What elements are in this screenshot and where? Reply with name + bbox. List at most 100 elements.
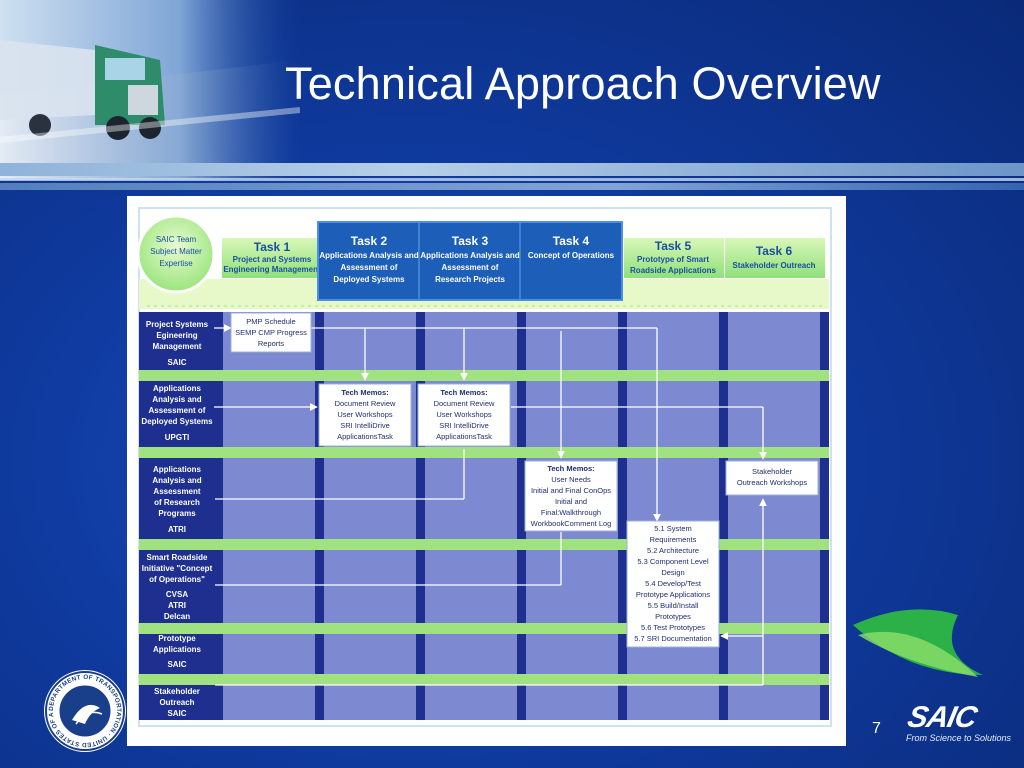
row-label-line: of Research: [154, 498, 200, 507]
box-line: Outreach Workshops: [737, 478, 808, 487]
task-4-title: Task 4: [553, 234, 590, 248]
box-line: User Workshops: [337, 410, 393, 419]
saic-logo-wordmark: SAIC: [904, 701, 980, 734]
box-line: ApplicationsTask: [337, 432, 393, 441]
row-label-line: Stakeholder: [154, 687, 200, 696]
task-1-line: Project and Systems: [233, 255, 312, 264]
task-2-title: Task 2: [351, 234, 388, 248]
header-divider-thin: [0, 178, 1024, 181]
task-5-line: Roadside Applications: [630, 266, 716, 275]
slide-title: Technical Approach Overview: [285, 58, 881, 109]
task-5-title: Task 5: [655, 239, 692, 253]
team-circle-line: SAIC Team: [156, 235, 197, 244]
task-1-tab: Task 1 Project and Systems Engineering M…: [222, 238, 322, 278]
task-4-tab: Task 4 Concept of Operations: [528, 234, 615, 260]
box-task5-steps: 5.1 System Requirements 5.2 Architecture…: [626, 520, 720, 648]
box-line: 5.6 Test Prototypes: [641, 623, 705, 632]
row-label-5: Prototype Applications SAIC: [153, 634, 202, 669]
row-label-line: ATRI: [168, 525, 186, 534]
task-3-title: Task 3: [452, 234, 489, 248]
column-separators: [214, 312, 829, 720]
header-divider-band: [0, 163, 1024, 176]
box-line: WorkbookComment Log: [531, 519, 612, 528]
box-heading: Tech Memos:: [440, 388, 487, 397]
header-divider-lower: [0, 183, 1024, 190]
task-4-line: Concept of Operations: [528, 251, 615, 260]
box-heading: Tech Memos:: [547, 464, 594, 473]
box-line: PMP Schedule: [246, 317, 295, 326]
box-line: 5.5 Build/Install: [648, 601, 699, 610]
row-label-2: Applications Analysis and Assessment of …: [141, 384, 213, 442]
row-label-4: Smart Roadside Initiative "Concept of Op…: [142, 553, 213, 621]
row-label-line: SAIC: [167, 709, 186, 718]
header-truck-image: [0, 0, 300, 180]
row-label-line: CVSA: [166, 590, 188, 599]
box-line: Document Review: [335, 399, 396, 408]
row-label-line: SAIC: [167, 660, 186, 669]
task-3-line: Assessment of: [442, 263, 499, 272]
task-2-4-block: [317, 221, 623, 301]
row-label-3: Applications Analysis and Assessment of …: [152, 465, 201, 534]
flow-connectors: [214, 324, 767, 686]
row-label-line: Assessment: [153, 487, 200, 496]
box-line: User Workshops: [436, 410, 492, 419]
box-line: 5.7 SRI Documentation: [634, 634, 712, 643]
row-label-line: Prototype: [158, 634, 196, 643]
box-line: Reports: [258, 339, 285, 348]
diagram-canvas: Task 1 Project and Systems Engineering M…: [127, 196, 846, 746]
task-1-title: Task 1: [254, 240, 291, 254]
saic-team-circle: SAIC Team Subject Matter Expertise: [136, 214, 216, 294]
row-label-line: SAIC: [167, 358, 186, 367]
row-label-line: Smart Roadside: [147, 553, 208, 562]
box-line: Prototypes: [655, 612, 691, 621]
row-label-line: Applications: [153, 465, 202, 474]
box-line: Final:Walkthrough: [541, 508, 601, 517]
row-label-line: Delcan: [164, 612, 190, 621]
box-line: Initial and: [555, 497, 587, 506]
box-line: Requirements: [650, 535, 697, 544]
row-label-line: Assessment of: [149, 406, 206, 415]
row-label-6: Stakeholder Outreach SAIC: [154, 687, 200, 718]
row-label-line: Deployed Systems: [141, 417, 213, 426]
row-label-line: Analysis and: [152, 395, 201, 404]
box-line: User Needs: [551, 475, 591, 484]
box-pmp: PMP Schedule SEMP CMP Progress Reports: [230, 312, 312, 353]
dot-seal-logo: DEPARTMENT OF TRANSPORTATION · UNITED ST…: [42, 668, 126, 752]
box-line: Initial and Final ConOps: [531, 486, 611, 495]
row-labels: [139, 312, 214, 720]
task-6-line: Stakeholder Outreach: [732, 261, 815, 270]
box-line: Stakeholder: [752, 467, 793, 476]
row-label-line: Egineering: [156, 331, 197, 340]
row-label-line: ATRI: [168, 601, 186, 610]
task-3-tab: Task 3 Applications Analysis and Assessm…: [420, 234, 519, 284]
row-label-line: Applications: [153, 645, 202, 654]
box-line: SEMP CMP Progress: [235, 328, 307, 337]
row-label-line: Programs: [158, 509, 196, 518]
task-3-line: Applications Analysis and: [420, 251, 519, 260]
box-line: SRI IntelliDrive: [439, 421, 489, 430]
row-separators: [139, 370, 829, 685]
task-2-line: Applications Analysis and: [319, 251, 418, 260]
row-label-line: UPGTI: [165, 433, 189, 442]
box-line: 5.3 Component Level: [637, 557, 709, 566]
box-line: 5.1 System: [654, 524, 692, 533]
task-1-line: Engineering Management: [223, 265, 321, 274]
box-line: 5.2 Architecture: [647, 546, 699, 555]
box-line: Prototype Applications: [636, 590, 710, 599]
team-circle-line: Expertise: [159, 259, 193, 268]
team-circle-line: Subject Matter: [150, 247, 202, 256]
task-5-tab: Task 5 Prototype of Smart Roadside Appli…: [624, 238, 724, 278]
row-label-1: Project Systems Egineering Management SA…: [146, 320, 209, 367]
row-label-line: Outreach: [159, 698, 194, 707]
box-line: SRI IntelliDrive: [340, 421, 390, 430]
page-number: 7: [872, 720, 881, 737]
task-5-line: Prototype of Smart: [637, 255, 709, 264]
task-2-line: Assessment of: [341, 263, 398, 272]
box-tech-memos-task4: Tech Memos: User Needs Initial and Final…: [524, 460, 618, 532]
row-label-line: Initiative "Concept: [142, 564, 213, 573]
saic-leaf-logo: [853, 609, 983, 677]
box-line: Design: [661, 568, 684, 577]
row-label-line: Management: [153, 342, 202, 351]
task-2-tab: Task 2 Applications Analysis and Assessm…: [319, 234, 418, 284]
box-line: ApplicationsTask: [436, 432, 492, 441]
